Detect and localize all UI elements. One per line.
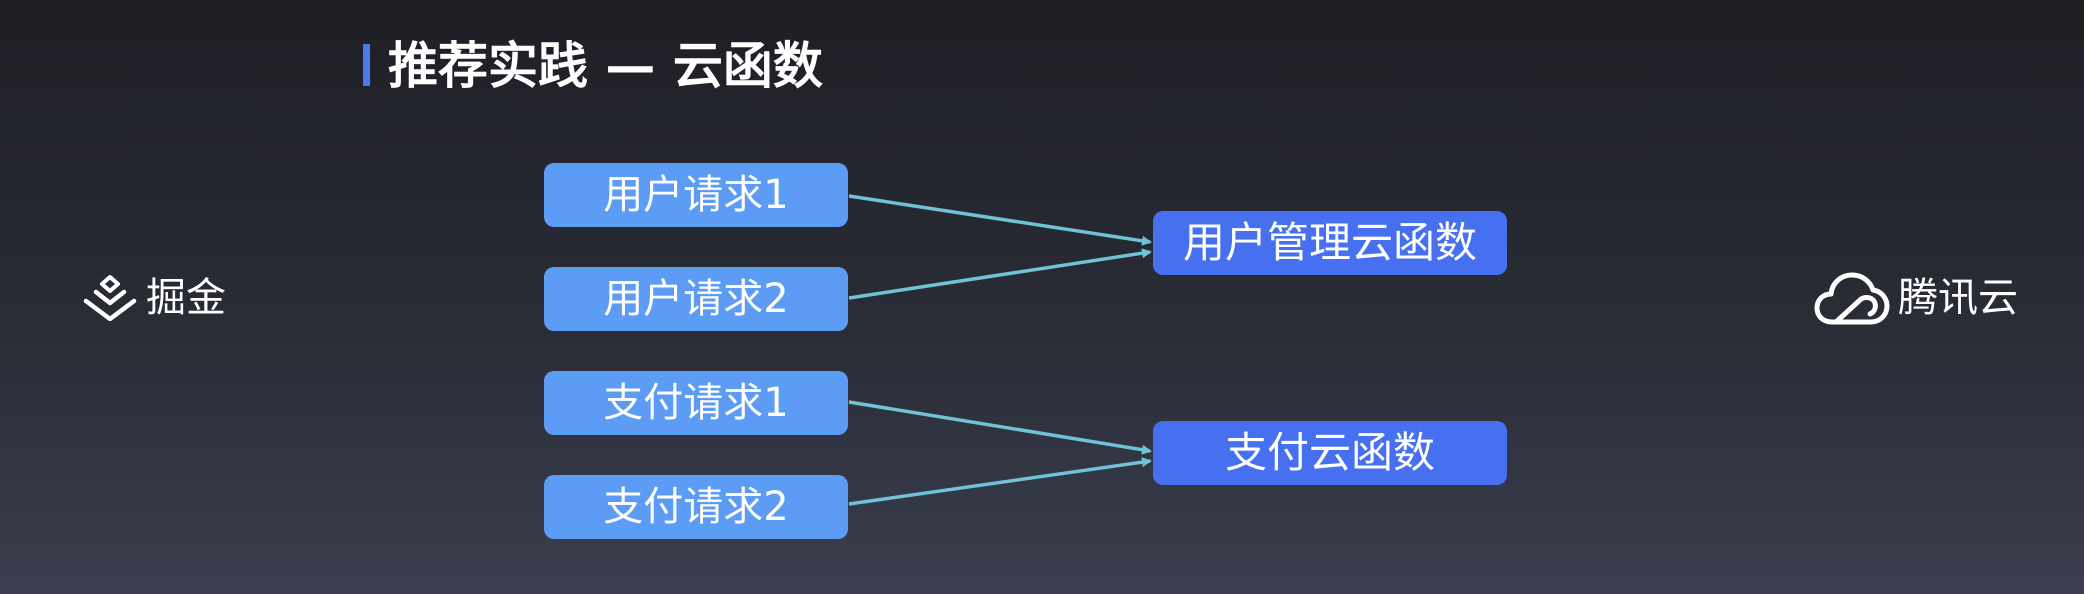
arrow-pay-request-2	[848, 457, 1152, 506]
tencent-cloud-brand: 腾讯云	[1814, 268, 2018, 328]
request-box-user-2: 用户请求2	[544, 267, 848, 331]
function-box-user-management: 用户管理云函数	[1153, 211, 1507, 275]
page-title: 推荐实践 — 云函数	[388, 37, 823, 95]
function-box-payment: 支付云函数	[1153, 421, 1507, 485]
arrow-pay-request-1	[848, 400, 1152, 455]
request-box-pay-2: 支付请求2	[544, 475, 848, 539]
tencent-cloud-logo-icon	[1814, 270, 1890, 326]
tencent-cloud-brand-name: 腾讯云	[1898, 275, 2018, 321]
request-box-user-1: 用户请求1	[544, 163, 848, 227]
arrow-user-request-1	[848, 194, 1152, 246]
request-box-pay-1: 支付请求1	[544, 371, 848, 435]
title-accent-bar	[363, 44, 370, 86]
juejin-brand: 掘金	[82, 270, 226, 326]
juejin-brand-name: 掘金	[146, 275, 226, 321]
juejin-logo-icon	[82, 275, 138, 321]
arrow-user-request-2	[848, 248, 1152, 300]
